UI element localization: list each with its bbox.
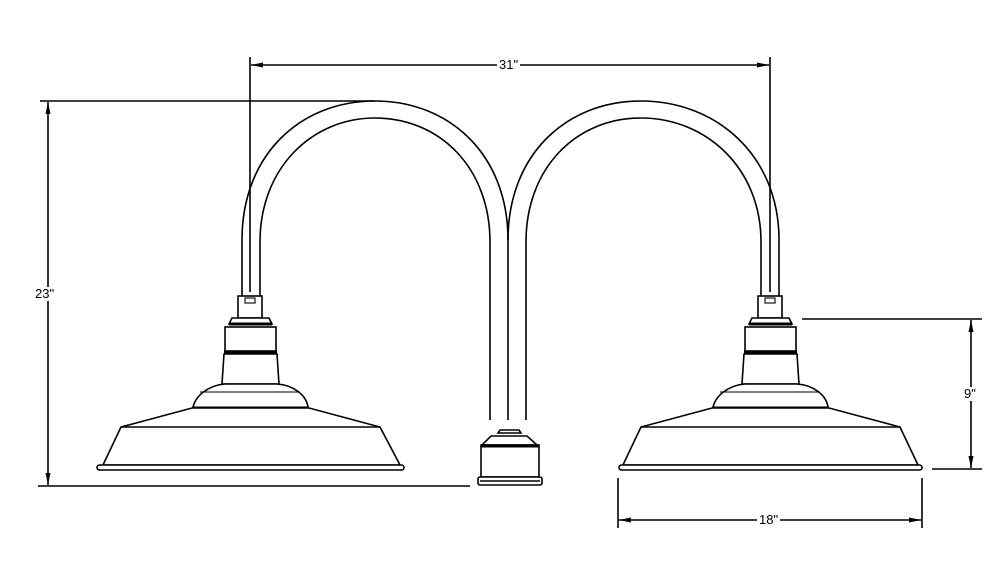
shade-height-label: 9" [962, 386, 978, 401]
arm-span-label: 31" [497, 57, 521, 72]
overall-height-label: 23" [33, 286, 57, 301]
right-gooseneck-arm [507, 100, 780, 420]
center-mounting-base [477, 429, 543, 486]
shade-width-label: 18" [757, 512, 781, 527]
arm-span-dimension [249, 57, 771, 292]
left-warehouse-shade [96, 295, 405, 471]
left-gooseneck-arm [241, 100, 509, 420]
right-warehouse-shade [618, 295, 923, 471]
